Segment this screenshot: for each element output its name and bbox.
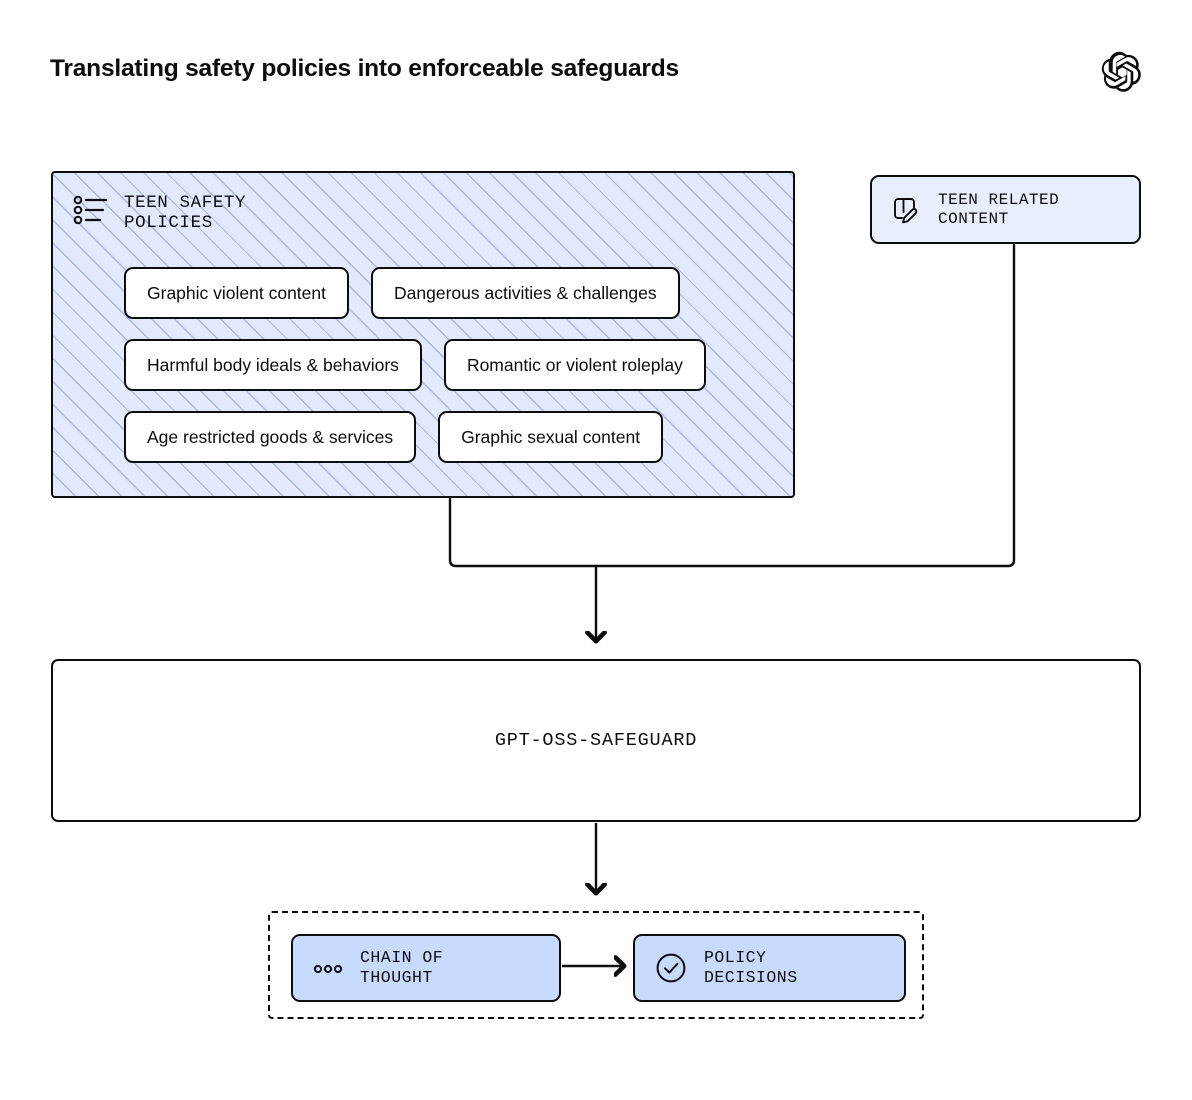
policy-chip-graphic-sexual-content[interactable]: Graphic sexual content [438, 411, 664, 463]
chain-of-thought-label: CHAIN OF THOUGHT [360, 948, 444, 987]
policy-row: Graphic violent content Dangerous activi… [124, 267, 784, 319]
note-pencil-icon [890, 194, 922, 226]
openai-logo [1100, 50, 1144, 94]
policy-chip-harmful-body-ideals[interactable]: Harmful body ideals & behaviors [124, 339, 422, 391]
teen-safety-policies-panel: TEEN SAFETY POLICIES Graphic violent con… [51, 171, 795, 498]
page-title: Translating safety policies into enforce… [50, 55, 679, 82]
gpt-oss-safeguard-label: GPT-OSS-SAFEGUARD [494, 730, 698, 751]
policy-chip-dangerous-activities[interactable]: Dangerous activities & challenges [371, 267, 680, 319]
bulleted-list-icon [73, 195, 108, 225]
policy-decisions-chip[interactable]: POLICY DECISIONS [633, 934, 906, 1002]
check-circle-icon [655, 952, 687, 984]
policy-chip-romantic-violent-roleplay[interactable]: Romantic or violent roleplay [443, 339, 706, 391]
policy-chip-grid: Graphic violent content Dangerous activi… [124, 267, 784, 483]
teen-related-content-box[interactable]: TEEN RELATED CONTENT [870, 175, 1141, 244]
policy-chip-graphic-violent-content[interactable]: Graphic violent content [124, 267, 349, 319]
gpt-oss-safeguard-box[interactable]: GPT-OSS-SAFEGUARD [51, 659, 1141, 822]
three-dots-icon [313, 962, 343, 974]
policy-panel-header: TEEN SAFETY POLICIES [73, 193, 246, 233]
model-outputs-group: CHAIN OF THOUGHT POLICY DECISIONS [268, 911, 924, 1019]
teen-related-content-label: TEEN RELATED CONTENT [938, 190, 1060, 228]
policy-decisions-label: POLICY DECISIONS [704, 948, 798, 987]
policy-panel-title: TEEN SAFETY POLICIES [124, 193, 247, 233]
chain-of-thought-chip[interactable]: CHAIN OF THOUGHT [291, 934, 561, 1002]
policy-row: Harmful body ideals & behaviors Romantic… [124, 339, 784, 391]
policy-row: Age restricted goods & services Graphic … [124, 411, 784, 463]
policy-chip-age-restricted-goods[interactable]: Age restricted goods & services [124, 411, 417, 463]
